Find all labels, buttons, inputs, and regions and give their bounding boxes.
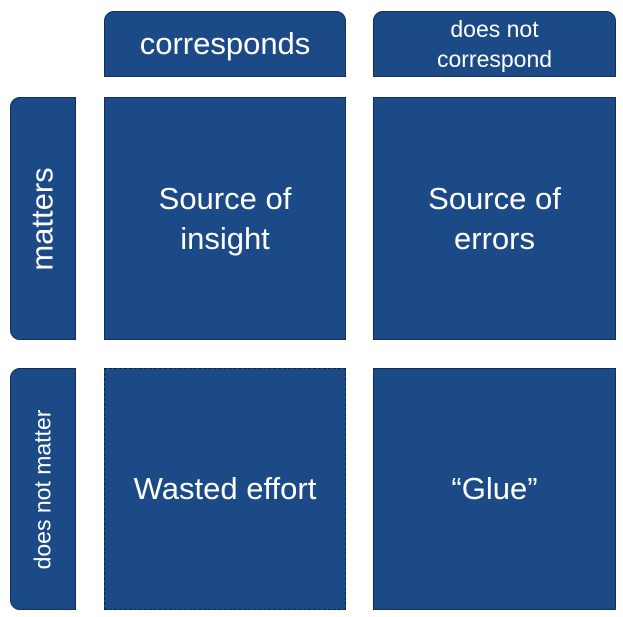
cell-source-of-errors-text: Source of errors [428,179,561,259]
row-header-does-not-matter-label: does not matter [29,409,56,569]
column-header-does-not-correspond: does not correspond [373,11,616,77]
column-header-corresponds-label: corresponds [139,26,311,61]
cell-wasted-effort-text: Wasted effort [133,471,317,506]
column-header-line-2: correspond [436,46,553,72]
cell-line-2: insight [180,220,270,256]
column-header-corresponds: corresponds [104,11,346,77]
cell-source-of-insight: Source of insight [104,97,346,340]
cell-glue: “Glue” [373,368,616,610]
cell-line-2: errors [454,220,535,256]
cell-line-1: Source of [158,180,292,216]
row-header-does-not-matter: does not matter [10,368,76,610]
cell-source-of-errors: Source of errors [373,97,616,340]
column-header-line-1: does not [450,16,539,42]
column-header-does-not-correspond-label: does not correspond [437,14,552,74]
cell-source-of-insight-text: Source of insight [159,179,292,259]
cell-wasted-effort: Wasted effort [104,368,346,610]
cell-glue-text: “Glue” [451,471,538,506]
row-header-matters: matters [10,97,76,340]
cell-line-1: Source of [428,180,561,216]
row-header-matters-label: matters [25,166,61,271]
